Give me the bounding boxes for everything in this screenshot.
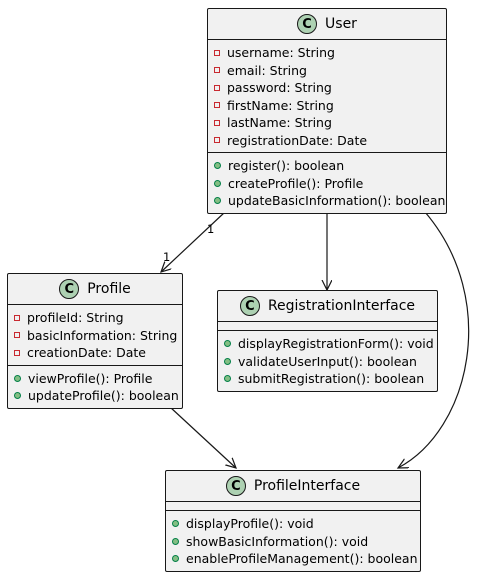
multiplicity-profile-side: 1: [163, 250, 171, 264]
private-visibility-icon: [214, 119, 220, 126]
method-text: displayRegistrationForm(): void: [238, 336, 434, 352]
attribute-row: profileId: String: [8, 309, 182, 327]
class-user[interactable]: C User username: String email: String pa…: [207, 8, 447, 214]
class-profile[interactable]: C Profile profileId: String basicInforma…: [7, 273, 183, 409]
method-row: displayRegistrationForm(): void: [218, 335, 437, 353]
private-visibility-icon: [214, 84, 220, 91]
method-row: createProfile(): Profile: [208, 175, 446, 193]
attribute-text: registrationDate: Date: [227, 132, 368, 148]
attribute-text: password: String: [227, 80, 332, 96]
attribute-text: firstName: String: [227, 97, 334, 113]
attribute-row: creationDate: Date: [8, 344, 182, 362]
method-row: updateBasicInformation(): boolean: [208, 192, 446, 210]
public-visibility-icon: [214, 197, 221, 205]
method-row: register(): boolean: [208, 157, 446, 175]
attributes-section: [218, 322, 437, 331]
edge-user-profile: [161, 211, 226, 272]
attribute-row: email: String: [208, 62, 446, 80]
method-row: validateUserInput(): boolean: [218, 353, 437, 371]
attribute-text: lastName: String: [227, 115, 332, 131]
public-visibility-icon: [224, 375, 231, 383]
method-text: register(): boolean: [228, 158, 345, 174]
class-header: C User: [208, 9, 446, 40]
methods-section: displayProfile(): void showBasicInformat…: [166, 511, 420, 571]
class-c-icon: C: [239, 296, 260, 316]
method-text: submitRegistration(): boolean: [238, 371, 425, 387]
multiplicity-user-side: 1: [207, 222, 215, 236]
methods-section: viewProfile(): Profile updateProfile(): …: [8, 366, 182, 408]
private-visibility-icon: [14, 332, 20, 339]
method-text: updateBasicInformation(): boolean: [228, 193, 446, 209]
edge-user-profile-interface: [398, 211, 470, 468]
method-row: enableProfileManagement(): boolean: [166, 550, 420, 568]
class-header: C RegistrationInterface: [218, 291, 437, 322]
class-name: Profile: [87, 281, 131, 297]
attribute-text: creationDate: Date: [27, 345, 146, 361]
attribute-row: firstName: String: [208, 97, 446, 115]
public-visibility-icon: [172, 555, 179, 563]
attribute-text: basicInformation: String: [27, 327, 178, 343]
class-registration-interface[interactable]: C RegistrationInterface displayRegistrat…: [217, 290, 438, 392]
attributes-section: profileId: String basicInformation: Stri…: [8, 305, 182, 366]
method-row: displayProfile(): void: [166, 515, 420, 533]
class-name: RegistrationInterface: [267, 298, 416, 314]
attribute-row: username: String: [208, 44, 446, 62]
class-c-icon: C: [297, 14, 318, 34]
method-row: showBasicInformation(): void: [166, 533, 420, 551]
private-visibility-icon: [214, 102, 220, 109]
method-row: submitRegistration(): boolean: [218, 370, 437, 388]
method-text: displayProfile(): void: [186, 516, 314, 532]
class-c-icon: C: [225, 476, 246, 496]
attribute-text: username: String: [227, 45, 335, 61]
public-visibility-icon: [14, 392, 21, 400]
methods-section: displayRegistrationForm(): void validate…: [218, 331, 437, 391]
public-visibility-icon: [14, 374, 21, 382]
private-visibility-icon: [14, 314, 20, 321]
method-text: validateUserInput(): boolean: [238, 353, 417, 369]
method-text: createProfile(): Profile: [228, 175, 364, 191]
class-header: C ProfileInterface: [166, 471, 420, 502]
class-name: ProfileInterface: [253, 478, 361, 494]
public-visibility-icon: [172, 537, 179, 545]
attribute-text: profileId: String: [27, 310, 124, 326]
attribute-row: lastName: String: [208, 114, 446, 132]
private-visibility-icon: [214, 137, 220, 144]
method-text: showBasicInformation(): void: [186, 533, 369, 549]
public-visibility-icon: [172, 520, 179, 528]
public-visibility-icon: [224, 340, 231, 348]
class-header: C Profile: [8, 274, 182, 305]
attribute-row: registrationDate: Date: [208, 132, 446, 150]
method-row: viewProfile(): Profile: [8, 370, 182, 388]
class-name: User: [325, 16, 357, 32]
public-visibility-icon: [224, 357, 231, 365]
method-text: updateProfile(): boolean: [28, 388, 179, 404]
method-text: viewProfile(): Profile: [28, 370, 153, 386]
methods-section: register(): boolean createProfile(): Pro…: [208, 153, 446, 213]
class-profile-interface[interactable]: C ProfileInterface displayProfile(): voi…: [165, 470, 421, 572]
class-c-icon: C: [59, 279, 80, 299]
edge-profile-profile-interface: [169, 406, 236, 468]
method-text: enableProfileManagement(): boolean: [186, 551, 418, 567]
attribute-row: password: String: [208, 79, 446, 97]
private-visibility-icon: [214, 67, 220, 74]
attributes-section: username: String email: String password:…: [208, 40, 446, 153]
private-visibility-icon: [214, 49, 220, 56]
public-visibility-icon: [214, 162, 221, 170]
attribute-row: basicInformation: String: [8, 327, 182, 345]
public-visibility-icon: [214, 179, 221, 187]
method-row: updateProfile(): boolean: [8, 387, 182, 405]
attribute-text: email: String: [227, 62, 307, 78]
private-visibility-icon: [14, 349, 20, 356]
attributes-section: [166, 502, 420, 511]
